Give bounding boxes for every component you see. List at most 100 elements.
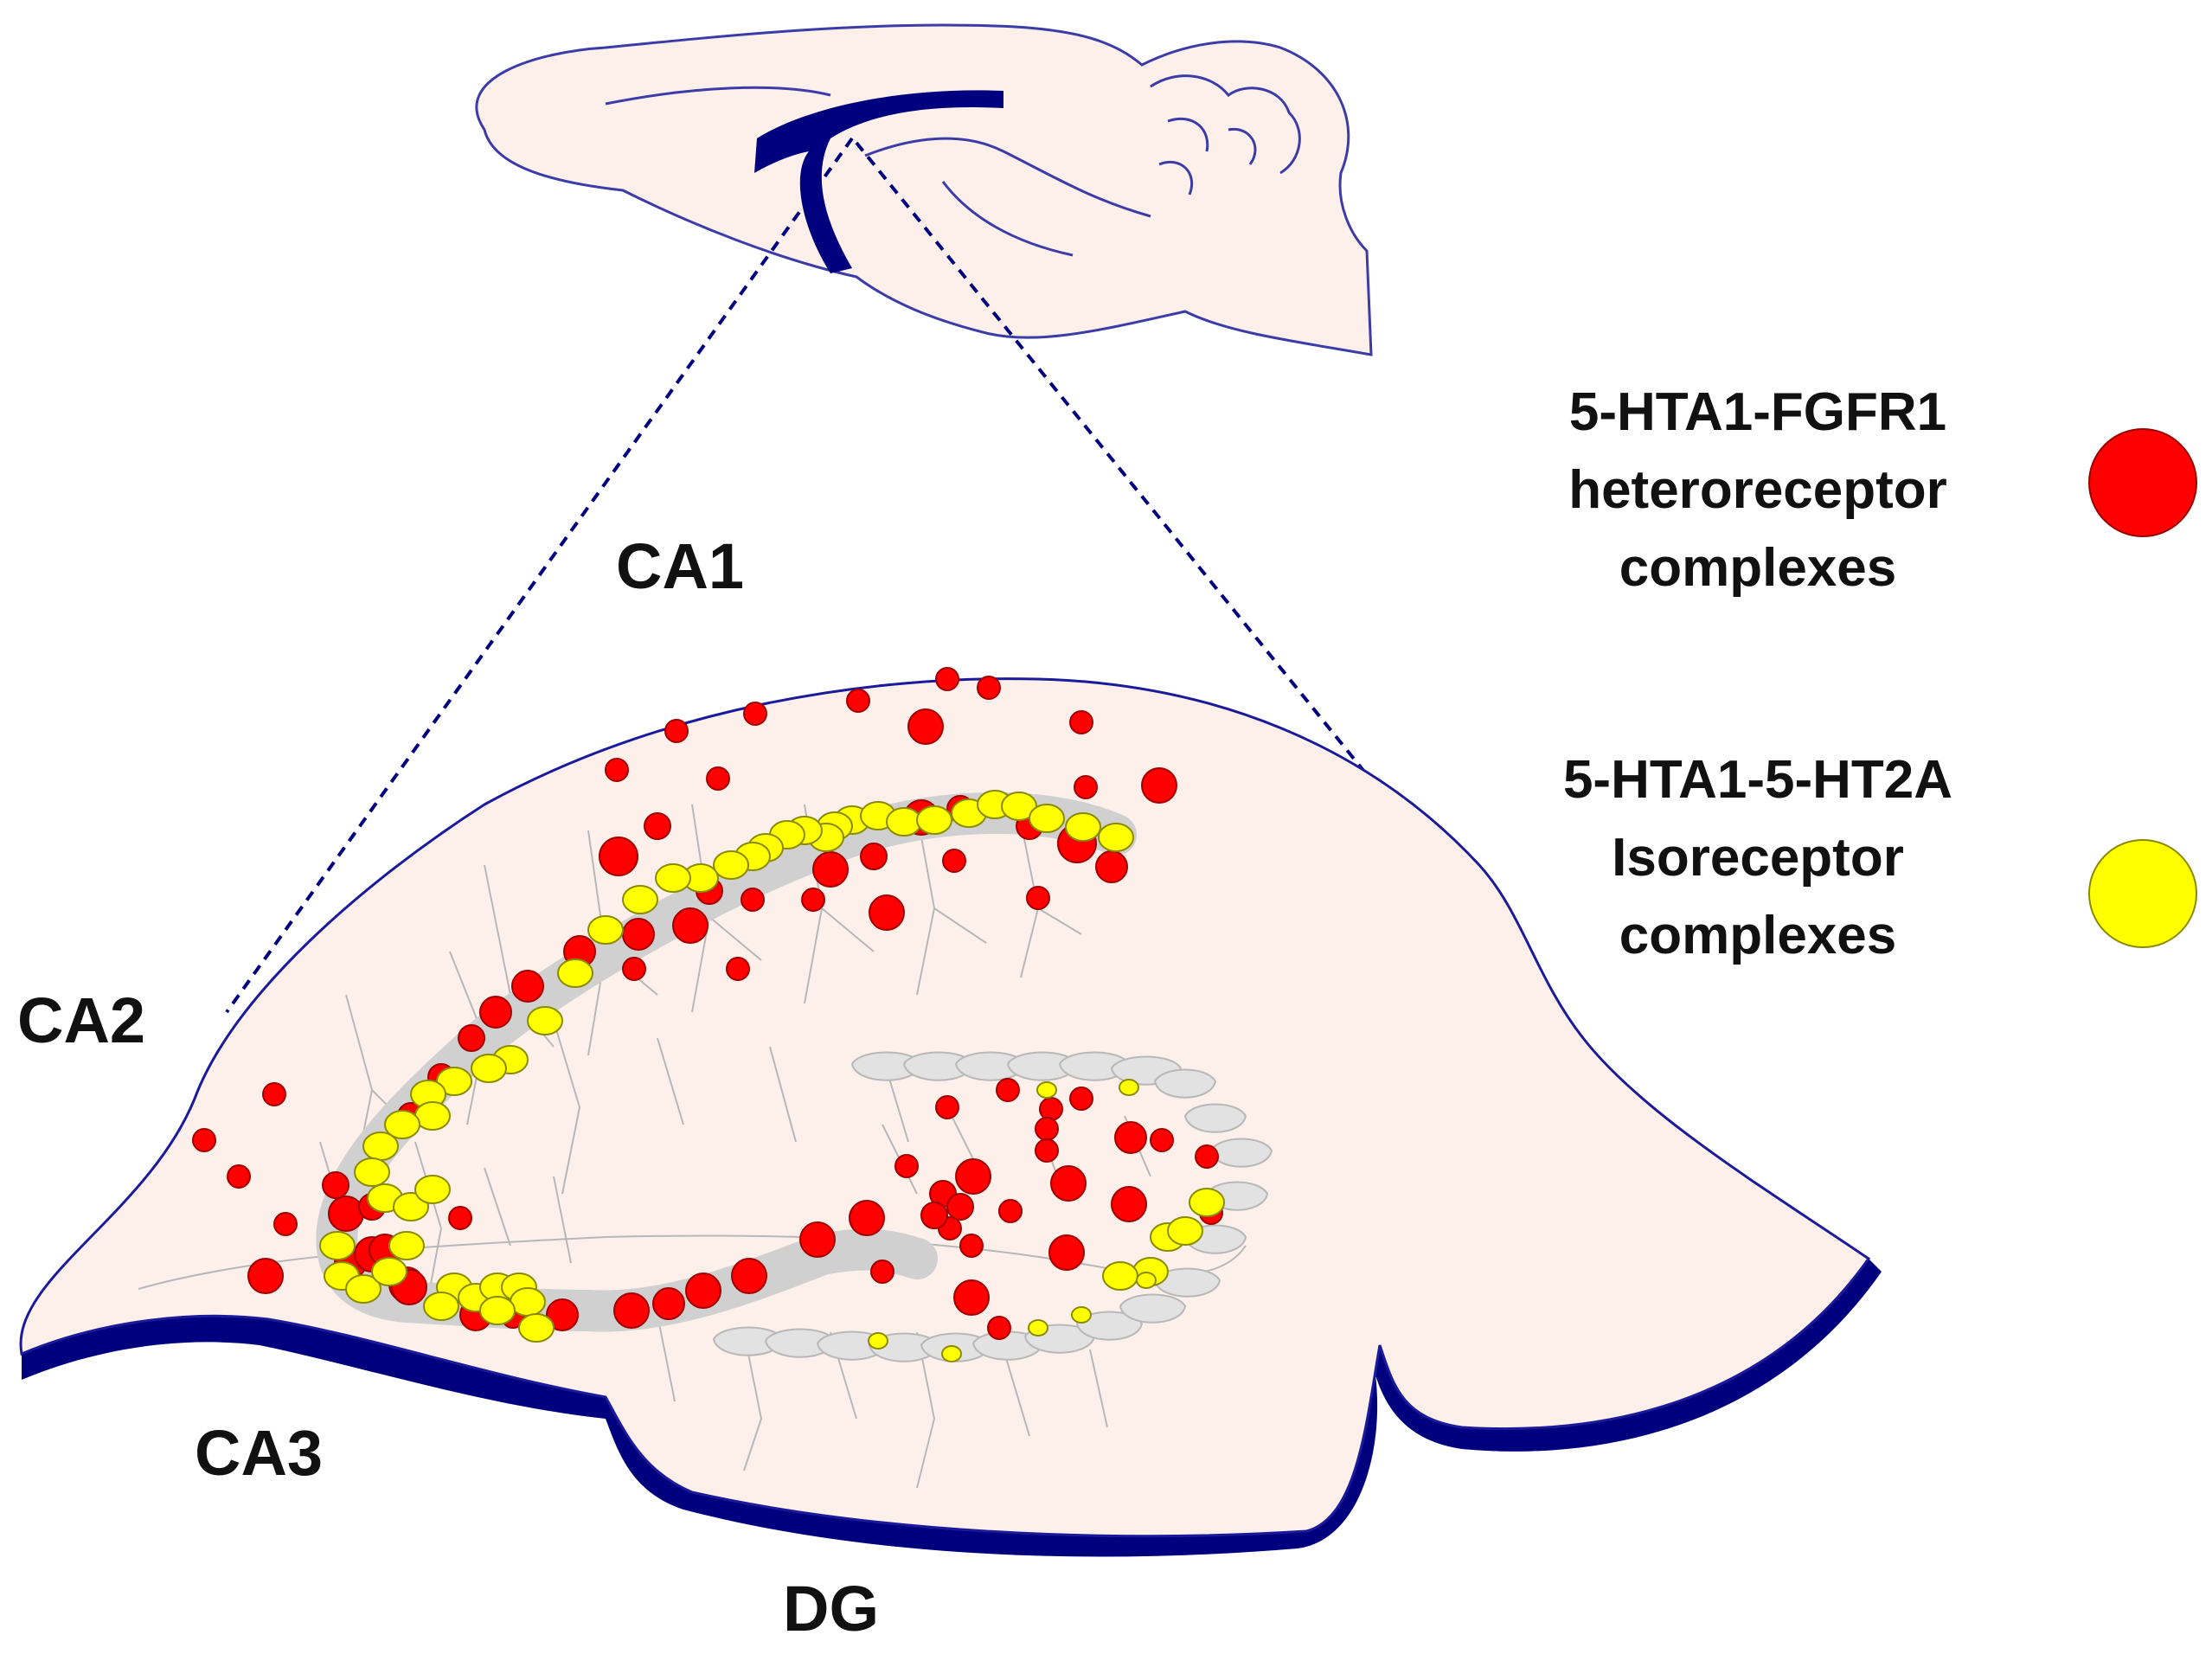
heteroreceptor-dot <box>987 1316 1011 1340</box>
heteroreceptor-dot <box>1035 1117 1059 1141</box>
isoreceptor-dot <box>345 1274 381 1304</box>
region-label-ca2: CA2 <box>17 984 145 1056</box>
sagittal-brain-illustration <box>475 23 1373 356</box>
heteroreceptor-dot <box>870 1260 894 1284</box>
isoreceptor-dot <box>1001 792 1037 821</box>
legend-heteroreceptor-line-1: 5-HTA1-FGFR1 <box>1569 382 1946 442</box>
heteroreceptor-dot <box>652 1287 685 1320</box>
heteroreceptor-dot <box>1111 1186 1147 1222</box>
isoreceptor-dot <box>557 958 593 988</box>
legend-yellow-dot <box>2088 839 2197 948</box>
heteroreceptor-dot <box>1039 1097 1063 1121</box>
isoreceptor-dot <box>1071 1306 1092 1324</box>
legend-isoreceptor-line-3: complexes <box>1619 906 1897 965</box>
heteroreceptor-dot <box>599 837 638 876</box>
zoom-lines <box>225 137 1511 1014</box>
legend-heteroreceptor-line-2: heteroreceptor <box>1568 460 1947 520</box>
isoreceptor-dot <box>1102 1261 1138 1291</box>
heteroreceptor-dot <box>1114 1121 1147 1154</box>
heteroreceptor-dot <box>448 1206 472 1230</box>
isoreceptor-dot <box>527 1006 563 1035</box>
isoreceptor-dot <box>1028 1319 1048 1337</box>
heteroreceptor-dot <box>869 894 905 931</box>
heteroreceptor-dot <box>685 1273 721 1309</box>
cerebellum-folds <box>1150 74 1301 196</box>
heteroreceptor-dot <box>731 1258 767 1294</box>
legend-item-heteroreceptor: 5-HTA1-FGFR1 heteroreceptor complexes <box>1568 382 2197 598</box>
heteroreceptor-dot <box>1048 1234 1085 1271</box>
heteroreceptor-dot <box>706 766 730 791</box>
heteroreceptor-dot <box>942 849 966 873</box>
heteroreceptor-dot <box>247 1258 284 1294</box>
heteroreceptor-dot <box>273 1212 298 1236</box>
heteroreceptor-dot <box>622 957 646 981</box>
isoreceptor-dot <box>1036 1081 1057 1099</box>
isoreceptor-dot <box>388 1231 425 1260</box>
heteroreceptor-dot <box>1069 1087 1093 1111</box>
heteroreceptor-dot <box>920 1202 948 1229</box>
heteroreceptor-dot <box>743 702 767 726</box>
isoreceptor-dot <box>1119 1079 1139 1096</box>
heteroreceptor-dot <box>894 1154 919 1178</box>
heteroreceptor-dot <box>996 1078 1020 1102</box>
heteroreceptor-dot <box>1069 710 1093 734</box>
isoreceptor-dot <box>423 1292 459 1321</box>
isoreceptor-dot <box>1167 1216 1203 1246</box>
zoom-line-right <box>855 141 1511 953</box>
heteroreceptor-dot <box>192 1128 216 1152</box>
isoreceptor-dot <box>471 1054 507 1083</box>
legend-item-isoreceptor: 5-HTA1-5-HT2A Isoreceptor complexes <box>1563 750 2197 965</box>
hippocampus-highlight <box>754 90 1003 273</box>
heteroreceptor-dot <box>262 1082 286 1106</box>
heteroreceptor-dot <box>605 758 629 782</box>
heteroreceptor-dot <box>959 1234 984 1258</box>
isoreceptor-dot <box>1065 812 1101 842</box>
heteroreceptor-dot <box>955 1158 991 1195</box>
heteroreceptor-dot <box>1050 1165 1087 1202</box>
isoreceptor-dot <box>868 1332 888 1349</box>
isoreceptor-dot <box>916 805 952 835</box>
heteroreceptor-dot <box>812 851 849 888</box>
brain-midline-detail <box>605 86 1151 257</box>
heteroreceptor-dot <box>998 1199 1023 1223</box>
heteroreceptor-dot <box>860 843 888 870</box>
isoreceptor-dot <box>622 885 658 914</box>
isoreceptor-dot <box>518 1313 555 1343</box>
isoreceptor-dot <box>384 1110 420 1139</box>
isoreceptor-dot <box>587 915 624 945</box>
heteroreceptor-dot <box>664 719 689 743</box>
isoreceptor-dot <box>713 850 749 880</box>
isoreceptor-dots <box>319 790 1225 1362</box>
granule-upper-row <box>850 1051 1273 1254</box>
heteroreceptor-dot <box>1141 767 1177 804</box>
isoreceptor-dot <box>362 1132 399 1161</box>
isoreceptor-dot <box>414 1101 451 1131</box>
heteroreceptor-dot <box>227 1164 251 1189</box>
heteroreceptor-dot <box>458 1024 485 1052</box>
heteroreceptor-dot <box>799 1221 836 1258</box>
isoreceptor-dot <box>941 1345 962 1362</box>
isoreceptor-dot <box>655 863 691 893</box>
heteroreceptor-dot <box>846 689 870 713</box>
brain-outline <box>475 23 1373 356</box>
heteroreceptor-dot <box>741 888 765 912</box>
heteroreceptor-dot <box>1150 1128 1174 1152</box>
isoreceptor-dot <box>354 1157 390 1187</box>
isoreceptor-dot <box>319 1231 356 1260</box>
zoom-line-left <box>225 137 854 1014</box>
isoreceptor-dot <box>886 807 922 837</box>
heteroreceptor-dot <box>953 1279 990 1316</box>
legend: 5-HTA1-FGFR1 heteroreceptor complexes 5-… <box>1563 382 2197 965</box>
heteroreceptor-dot <box>1195 1144 1219 1169</box>
heteroreceptor-dot <box>1095 850 1128 883</box>
region-label-ca3: CA3 <box>195 1417 323 1489</box>
isoreceptor-dot <box>371 1257 407 1286</box>
heteroreceptor-dot <box>1026 886 1050 910</box>
legend-red-dot <box>2088 428 2197 537</box>
hippocampus-section <box>19 667 1882 1557</box>
isoreceptor-dot <box>1098 823 1134 852</box>
legend-isoreceptor-line-1: 5-HTA1-5-HT2A <box>1563 750 1952 810</box>
isoreceptor-dot <box>510 1287 546 1317</box>
heteroreceptor-dot <box>726 957 750 981</box>
